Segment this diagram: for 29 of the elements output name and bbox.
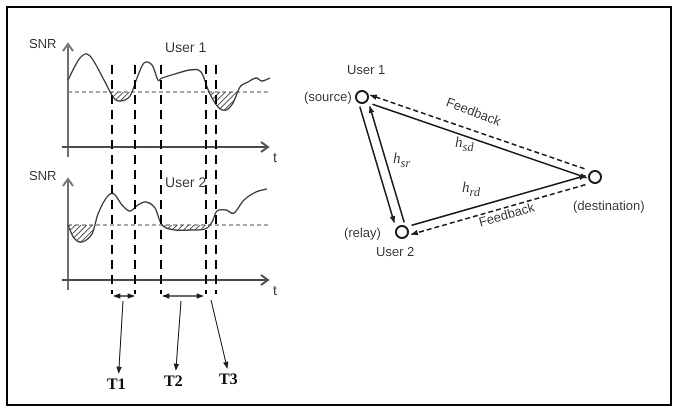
plot-title: User 2 [165, 175, 206, 190]
node-label: User 2 [376, 244, 414, 259]
node-label: (destination) [573, 198, 645, 213]
edge-label: h$_{rd}$ [462, 181, 480, 200]
node-circle [588, 170, 602, 184]
edge-label: h$_{sr}$ [393, 152, 410, 171]
arrow [370, 94, 585, 170]
arrow [410, 184, 586, 236]
node-circle [355, 90, 369, 104]
edge-label: h$_{sd}$ [455, 136, 474, 155]
node-label: (relay) [344, 225, 381, 240]
axis-label: t [273, 150, 277, 165]
interval-label: T2 [164, 373, 183, 391]
arrow [411, 174, 586, 226]
interval-label: T3 [219, 371, 238, 389]
leader-line [210, 300, 228, 369]
axis-label: SNR [29, 168, 56, 183]
node-circle [395, 225, 409, 239]
axis-label: t [273, 283, 277, 298]
arrow [368, 106, 405, 223]
arrow [359, 106, 396, 224]
axis-label: SNR [29, 36, 56, 51]
leader-line [174, 300, 182, 371]
arrow [372, 103, 588, 179]
node-label: (source) [304, 89, 352, 104]
leader-line [116, 300, 124, 374]
interval-label: T1 [107, 376, 126, 394]
node-label: User 1 [347, 62, 386, 77]
plot-title: User 1 [165, 40, 206, 55]
